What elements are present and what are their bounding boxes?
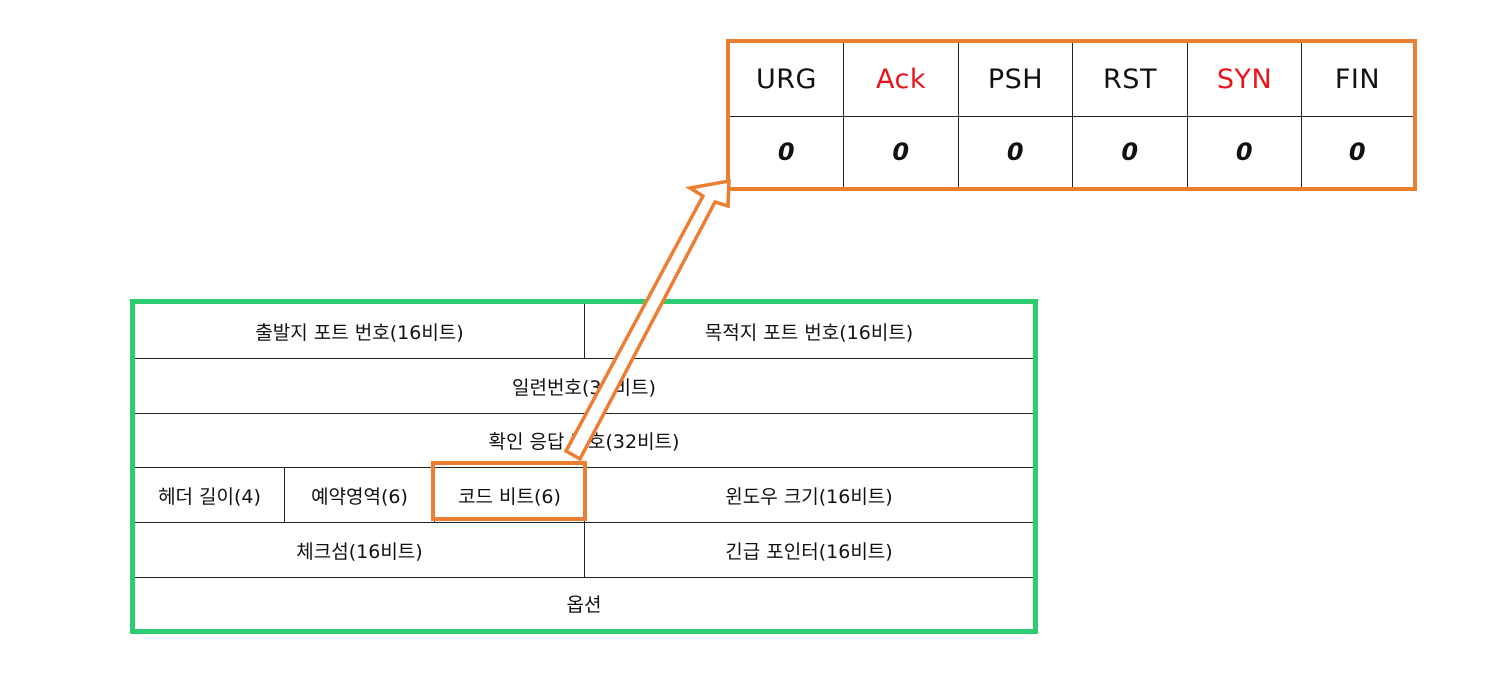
header-length-field: 헤더 길이(4) bbox=[135, 468, 285, 522]
tcp-row-checksum: 체크섬(16비트) 긴급 포인터(16비트) bbox=[135, 523, 1033, 578]
ack-number-field: 확인 응답 번호(32비트) bbox=[488, 431, 680, 453]
checksum-field: 체크섬(16비트) bbox=[135, 523, 585, 577]
tcp-row-control: 헤더 길이(4) 예약영역(6) 코드 비트(6) 윈도우 크기(16비트) bbox=[135, 468, 1033, 523]
source-port-field: 출발지 포트 번호(16비트) bbox=[135, 304, 585, 358]
flag-header-psh: PSH bbox=[959, 43, 1073, 117]
urgent-pointer-field: 긴급 포인터(16비트) bbox=[725, 540, 893, 563]
flag-value-rst: 0 bbox=[1073, 117, 1188, 187]
flag-value-psh: 0 bbox=[959, 117, 1073, 187]
tcp-row-ports: 출발지 포트 번호(16비트) 목적지 포트 번호(16비트) bbox=[135, 304, 1033, 359]
window-size-field: 윈도우 크기(16비트) bbox=[725, 485, 893, 508]
flag-header-urg: URG bbox=[730, 43, 844, 117]
flag-value-fin: 0 bbox=[1348, 138, 1367, 166]
tcp-flag-table: URG Ack PSH RST SYN FIN 0 0 0 0 0 0 bbox=[726, 39, 1417, 191]
flag-value-urg: 0 bbox=[730, 117, 844, 187]
flag-header-syn: SYN bbox=[1188, 43, 1302, 117]
options-field: 옵션 bbox=[566, 594, 602, 616]
tcp-row-options: 옵션 bbox=[135, 578, 1033, 629]
code-bits-field: 코드 비트(6) bbox=[435, 468, 585, 522]
tcp-row-sequence: 일련번호(32비트) bbox=[135, 359, 1033, 414]
flag-header-rst: RST bbox=[1073, 43, 1188, 117]
tcp-row-ack: 확인 응답 번호(32비트) bbox=[135, 414, 1033, 468]
flag-value-ack: 0 bbox=[844, 117, 959, 187]
flag-value-syn: 0 bbox=[1188, 117, 1302, 187]
flag-header-fin: FIN bbox=[1302, 43, 1413, 117]
reserved-field: 예약영역(6) bbox=[285, 468, 435, 522]
destination-port-field: 목적지 포트 번호(16비트) bbox=[704, 321, 914, 344]
sequence-number-field: 일련번호(32비트) bbox=[512, 376, 656, 399]
flag-header-ack: Ack bbox=[844, 43, 959, 117]
tcp-header-diagram: 출발지 포트 번호(16비트) 목적지 포트 번호(16비트) 일련번호(32비… bbox=[130, 299, 1038, 634]
